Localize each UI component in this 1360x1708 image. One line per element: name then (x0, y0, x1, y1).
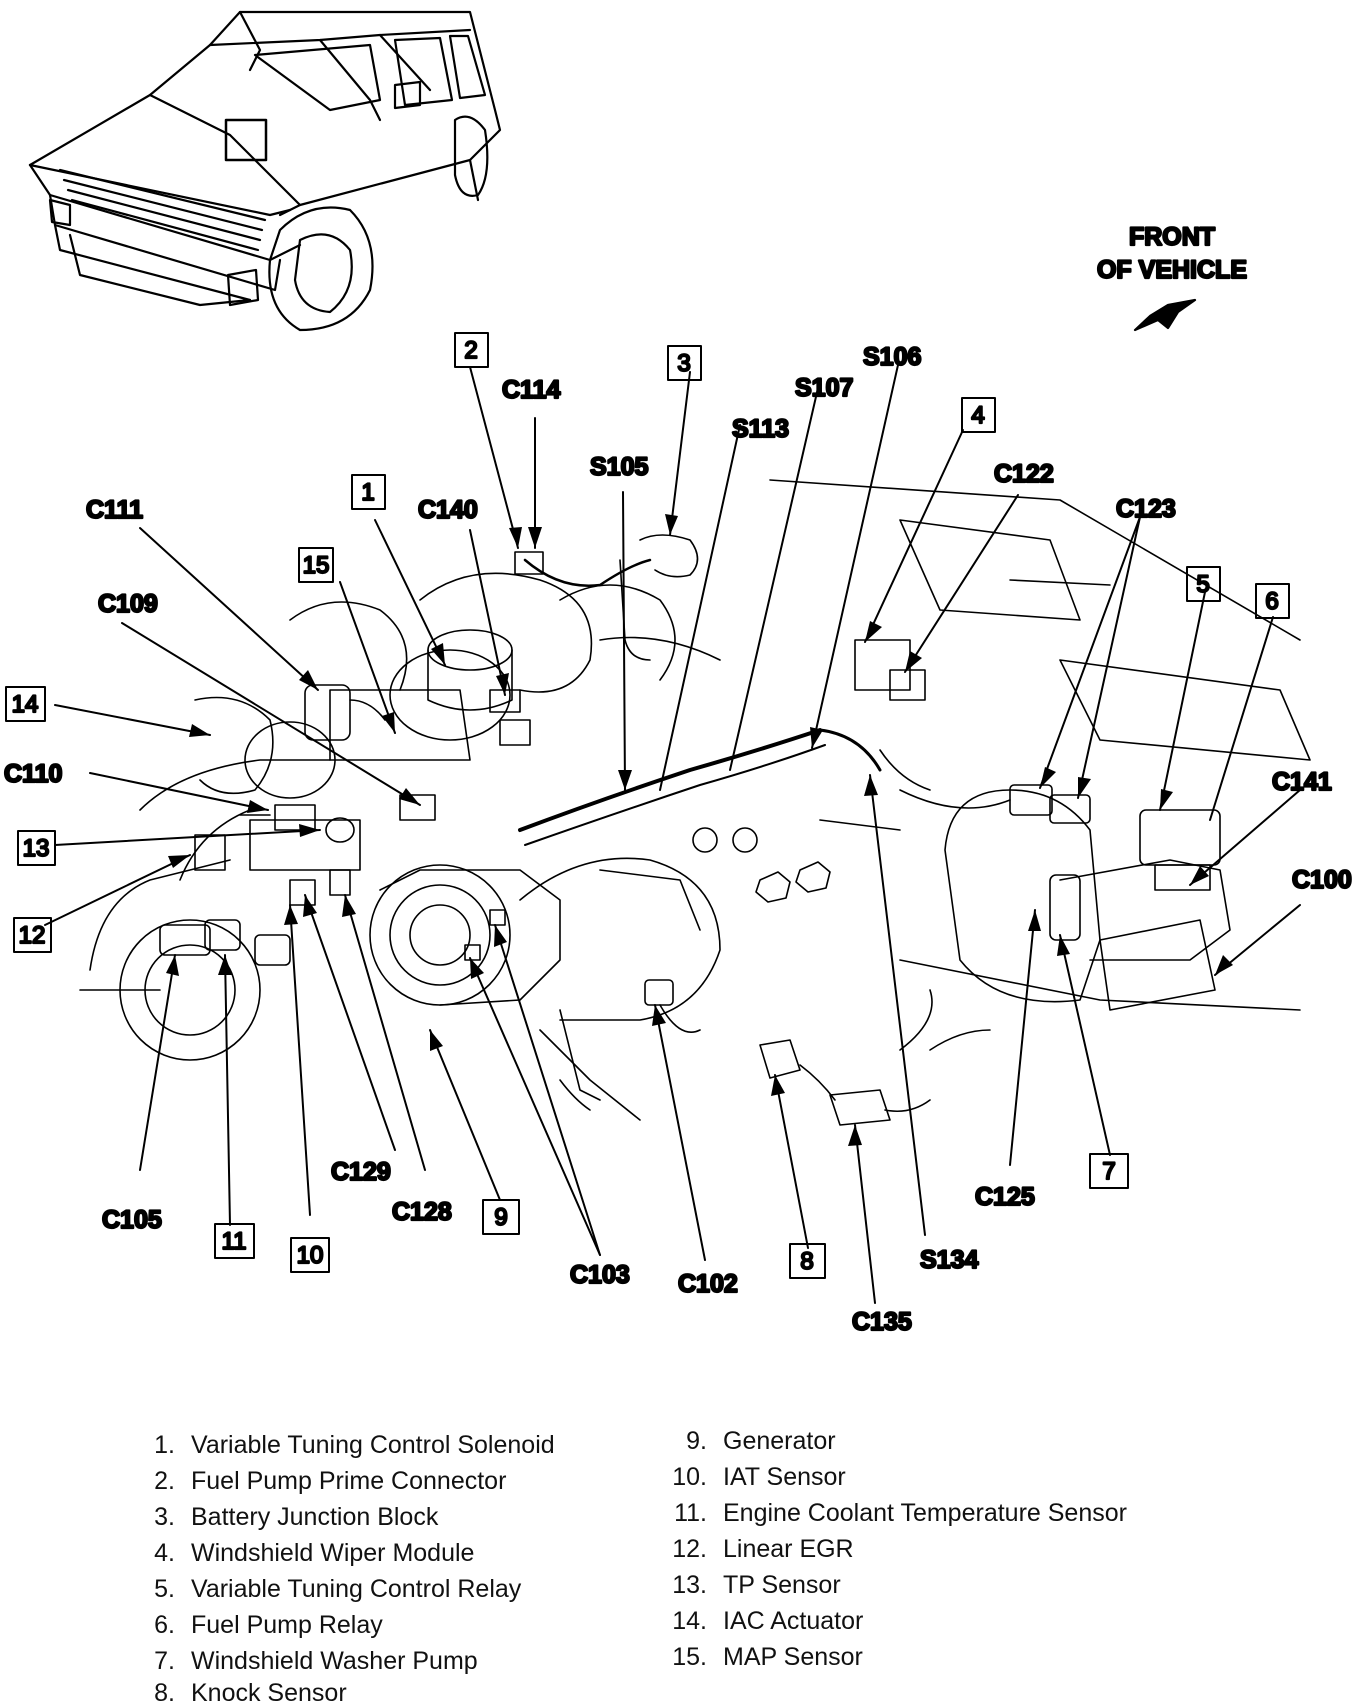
legend-item: 10. IAT Sensor (665, 1462, 846, 1492)
label-c102: C102 (678, 1270, 738, 1298)
callout-3: 3 (677, 350, 690, 377)
label-c125: C125 (975, 1183, 1035, 1211)
label-c128: C128 (392, 1198, 452, 1226)
callout-5: 5 (1196, 571, 1209, 598)
callout-6: 6 (1265, 588, 1278, 615)
legend-number: 15. (672, 1643, 707, 1671)
legend-number: 1. (154, 1431, 175, 1459)
leader-lines (44, 364, 1301, 1304)
label-c111: C111 (86, 496, 143, 524)
callout-4: 4 (971, 402, 984, 429)
legend-text: Windshield Wiper Module (191, 1539, 475, 1567)
label-c105: C105 (102, 1206, 162, 1234)
legend-item: 6. Fuel Pump Relay (145, 1610, 383, 1640)
legend-number: 8. (154, 1679, 175, 1707)
legend-text: IAC Actuator (723, 1607, 864, 1635)
label-c135: C135 (852, 1308, 912, 1336)
legend-item: 15. MAP Sensor (665, 1642, 863, 1672)
legend-number: 11. (674, 1499, 707, 1527)
legend-item: 11. Engine Coolant Temperature Sensor (665, 1498, 1127, 1528)
legend-text: TP Sensor (723, 1571, 841, 1599)
legend-number: 5. (154, 1575, 175, 1603)
callout-12: 12 (19, 922, 46, 949)
callout-15: 15 (303, 552, 330, 579)
callout-13: 13 (23, 835, 50, 862)
legend-text: IAT Sensor (723, 1463, 846, 1491)
callout-8: 8 (800, 1248, 813, 1275)
legend-number: 13. (672, 1571, 707, 1599)
label-s134: S134 (920, 1246, 978, 1274)
callout-11: 11 (222, 1228, 247, 1255)
legend-text: Fuel Pump Relay (191, 1611, 383, 1639)
legend-item: 5. Variable Tuning Control Relay (145, 1574, 521, 1604)
legend-text: Linear EGR (723, 1535, 854, 1563)
label-c141: C141 (1272, 768, 1332, 796)
legend-number: 4. (154, 1539, 175, 1567)
legend-number: 9. (686, 1427, 707, 1455)
callout-10: 10 (297, 1242, 324, 1269)
label-s107: S107 (795, 374, 853, 402)
legend-text: Engine Coolant Temperature Sensor (723, 1499, 1127, 1527)
legend-text: Windshield Washer Pump (191, 1647, 478, 1675)
legend-text: Variable Tuning Control Solenoid (191, 1431, 555, 1459)
legend-item: 7. Windshield Washer Pump (145, 1646, 478, 1676)
legend-item: 3. Battery Junction Block (145, 1502, 438, 1532)
callout-14: 14 (12, 691, 39, 718)
component-legend: 1. Variable Tuning Control Solenoid 2. Fue… (0, 1418, 1360, 1707)
front-of-vehicle-line2: OF VEHICLE (1097, 256, 1247, 284)
engine-compartment-diagram: 2 3 1 4 15 5 6 14 13 12 7 9 8 11 10 FRON… (3, 10, 1353, 1337)
front-of-vehicle-line1: FRONT (1129, 223, 1215, 251)
label-s106: S106 (863, 343, 921, 371)
legend-item: 13. TP Sensor (665, 1570, 841, 1600)
callout-boxes (5, 332, 1290, 1279)
callout-9: 9 (494, 1204, 507, 1231)
legend-item: 9. Generator (665, 1426, 836, 1456)
label-c123: C123 (1116, 495, 1176, 523)
legend-number: 2. (154, 1467, 175, 1495)
callout-1: 1 (361, 479, 374, 506)
label-c122: C122 (994, 460, 1054, 488)
label-s105: S105 (590, 453, 648, 481)
legend-number: 10. (672, 1463, 707, 1491)
legend-item: 2. Fuel Pump Prime Connector (145, 1466, 506, 1496)
label-s113: S113 (732, 415, 789, 443)
legend-number: 12. (672, 1535, 707, 1563)
legend-item: 4. Windshield Wiper Module (145, 1538, 474, 1568)
label-c109: C109 (98, 590, 158, 618)
front-arrow-icon (1133, 298, 1197, 332)
legend-text: Generator (723, 1427, 836, 1455)
callout-7: 7 (1102, 1158, 1115, 1185)
legend-item: 8. Knock Sensor (145, 1678, 347, 1708)
legend-text: Battery Junction Block (191, 1503, 439, 1531)
label-c100: C100 (1292, 866, 1352, 894)
label-c140: C140 (418, 496, 478, 524)
label-c110: C110 (4, 760, 62, 788)
legend-number: 14. (672, 1607, 707, 1635)
legend-item: 12. Linear EGR (665, 1534, 854, 1564)
legend-item: 14. IAC Actuator (665, 1606, 863, 1636)
legend-text: Variable Tuning Control Relay (191, 1575, 522, 1603)
legend-number: 3. (154, 1503, 175, 1531)
legend-text: Fuel Pump Prime Connector (191, 1467, 507, 1495)
legend-text: MAP Sensor (723, 1643, 863, 1671)
legend-text: Knock Sensor (191, 1679, 347, 1707)
vehicle-thumbnail (28, 10, 502, 332)
engine-sketch (79, 479, 1311, 1126)
label-c129: C129 (331, 1158, 391, 1186)
label-c114: C114 (502, 376, 560, 404)
legend-number: 6. (154, 1611, 175, 1639)
callout-2: 2 (464, 337, 477, 364)
arrowheads (166, 514, 1233, 1146)
legend-item: 1. Variable Tuning Control Solenoid (145, 1430, 555, 1460)
label-c103: C103 (570, 1261, 630, 1289)
legend-number: 7. (154, 1647, 175, 1675)
